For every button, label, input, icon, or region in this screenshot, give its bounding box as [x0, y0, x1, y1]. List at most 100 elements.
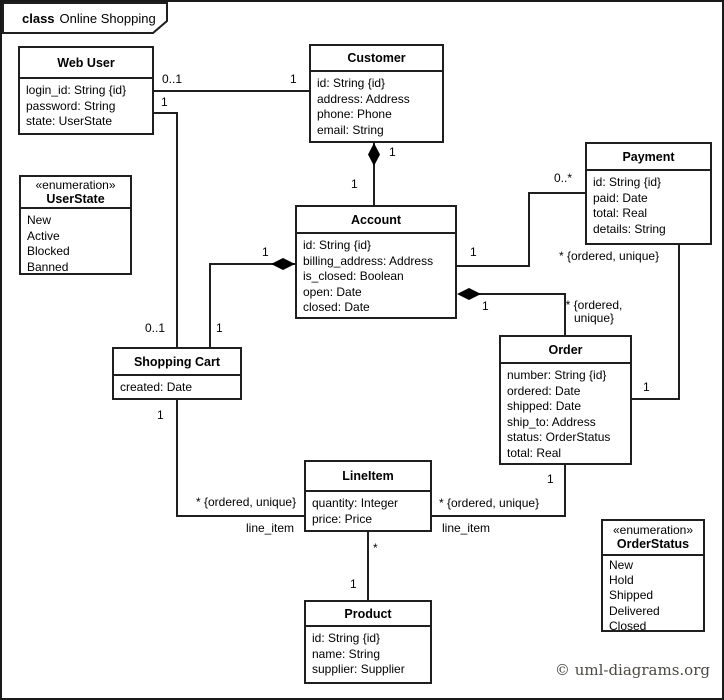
edge-cart-lineitem-h	[176, 515, 304, 517]
attribute: created: Date	[120, 380, 193, 394]
multiplicity-label: * {ordered, unique}	[196, 495, 297, 509]
multiplicity-label: 1	[547, 472, 554, 486]
class-account: Account id: String {id} billing_address:…	[295, 205, 457, 319]
enum-value: Shipped	[609, 588, 654, 603]
class-payment: Payment id: String {id} paid: Date total…	[585, 142, 712, 245]
multiplicity-label: 1	[389, 145, 396, 159]
class-title: Product	[306, 602, 430, 627]
class-order: Order number: String {id} ordered: Date …	[499, 335, 632, 465]
enum-values: New Active Blocked Banned	[21, 209, 130, 273]
multiplicity-line: * {ordered,	[565, 298, 623, 312]
enum-value: Delivered	[609, 603, 660, 618]
composition-diamond-customer	[368, 143, 380, 166]
edge-webuser-customer	[154, 90, 309, 92]
multiplicity-label: *	[373, 541, 378, 555]
class-title: Account	[297, 207, 455, 234]
edge-cart-lineitem-v	[176, 400, 178, 517]
edge-order-lineitem-v	[564, 465, 566, 517]
class-shopping-cart: Shopping Cart created: Date	[112, 347, 242, 400]
attribute: id: String {id}	[312, 631, 381, 645]
attributes-compartment: created: Date	[114, 376, 240, 398]
attribute: ship_to: Address	[507, 414, 596, 429]
attribute: id: String {id}	[317, 76, 386, 90]
enum-user-state: «enumeration» UserState New Active Block…	[19, 175, 132, 275]
edge-payment-order-h	[632, 398, 680, 400]
multiplicity-label: 1	[290, 72, 297, 86]
attribute: name: String	[312, 646, 381, 661]
attribute: id: String {id}	[303, 238, 372, 252]
attributes-compartment: quantity: Integer price: Price	[306, 492, 430, 530]
multiplicity-label: 0..1	[145, 321, 166, 335]
enum-value: Closed	[609, 618, 647, 630]
composition-diamond-account-right	[457, 288, 481, 300]
multiplicity-label: 1	[157, 408, 164, 422]
multiplicity-line: unique}	[573, 311, 615, 325]
enum-value: Blocked	[27, 244, 70, 258]
attributes-compartment: number: String {id} ordered: Date shippe…	[501, 364, 630, 463]
edge-lineitem-product	[367, 532, 369, 600]
attributes-compartment: id: String {id} paid: Date total: Real d…	[587, 171, 710, 243]
multiplicity-label: 1	[350, 577, 357, 591]
enum-value: Active	[27, 228, 60, 243]
attribute: shipped: Date	[507, 399, 582, 413]
multiplicity-label: * {ordered, unique}	[560, 299, 628, 325]
multiplicity-label: * {ordered, unique}	[559, 249, 660, 263]
class-title: Payment	[587, 144, 710, 171]
attribute: billing_address: Address	[303, 253, 434, 268]
attribute: login_id: String {id}	[26, 83, 127, 97]
class-customer: Customer id: String {id} address: Addres…	[309, 44, 444, 143]
multiplicity-label: 1	[482, 299, 489, 313]
multiplicity-label: 1	[470, 245, 477, 259]
edge-account-order-h	[472, 293, 566, 295]
multiplicity-label: 1	[161, 95, 168, 109]
frame-tab-shape	[2, 2, 168, 34]
attribute: phone: Phone	[317, 107, 392, 121]
attribute: id: String {id}	[593, 175, 662, 189]
edge-webuser-cart-h	[154, 112, 178, 114]
multiplicity-label: * {ordered, unique}	[439, 496, 540, 510]
multiplicity-label: 1	[262, 245, 269, 259]
attribute: supplier: Supplier	[312, 662, 405, 676]
enum-header: «enumeration» OrderStatus	[603, 521, 703, 556]
attribute: status: OrderStatus	[507, 430, 611, 444]
attribute: email: String	[317, 122, 384, 137]
attributes-compartment: id: String {id} address: Address phone: …	[311, 72, 442, 141]
class-title: Web User	[20, 48, 152, 79]
attribute: paid: Date	[593, 190, 648, 205]
attribute: total: Real	[593, 206, 648, 220]
enum-value: New	[609, 558, 634, 572]
edge-customer-account	[373, 143, 375, 205]
class-title: Order	[501, 337, 630, 364]
multiplicity-label: 0..1	[162, 72, 183, 86]
role-label: line_item	[246, 521, 295, 535]
attribute: price: Price	[312, 511, 373, 526]
attribute: ordered: Date	[507, 383, 581, 398]
attribute: quantity: Integer	[312, 496, 399, 510]
enum-stereotype: «enumeration»	[612, 523, 694, 537]
enum-order-status: «enumeration» OrderStatus New Hold Shipp…	[601, 519, 705, 632]
edge-webuser-cart-v	[176, 112, 178, 347]
edge-account-payment-h2	[528, 192, 585, 194]
attributes-compartment: id: String {id} name: String supplier: S…	[306, 627, 430, 682]
edge-payment-order-v	[678, 245, 680, 400]
attribute: total: Real	[507, 445, 562, 460]
class-web-user: Web User login_id: String {id} password:…	[18, 46, 154, 135]
multiplicity-label: 1	[643, 380, 650, 394]
edge-account-payment-h1	[457, 265, 530, 267]
edge-account-cart-h	[209, 263, 295, 265]
class-line-item: LineItem quantity: Integer price: Price	[304, 460, 432, 532]
class-title: Customer	[311, 46, 442, 72]
frame-name: Online Shopping	[59, 11, 156, 26]
enum-value: Hold	[609, 573, 634, 588]
class-title: Shopping Cart	[114, 349, 240, 376]
edge-account-payment-v	[528, 192, 530, 267]
edge-account-order-v	[564, 293, 566, 335]
attribute: address: Address	[317, 91, 410, 106]
attribute: open: Date	[303, 284, 362, 299]
attribute: state: UserState	[26, 114, 113, 128]
class-title: LineItem	[306, 462, 430, 492]
enum-value: Banned	[27, 259, 69, 274]
enum-values: New Hold Shipped Delivered Closed	[603, 556, 703, 630]
